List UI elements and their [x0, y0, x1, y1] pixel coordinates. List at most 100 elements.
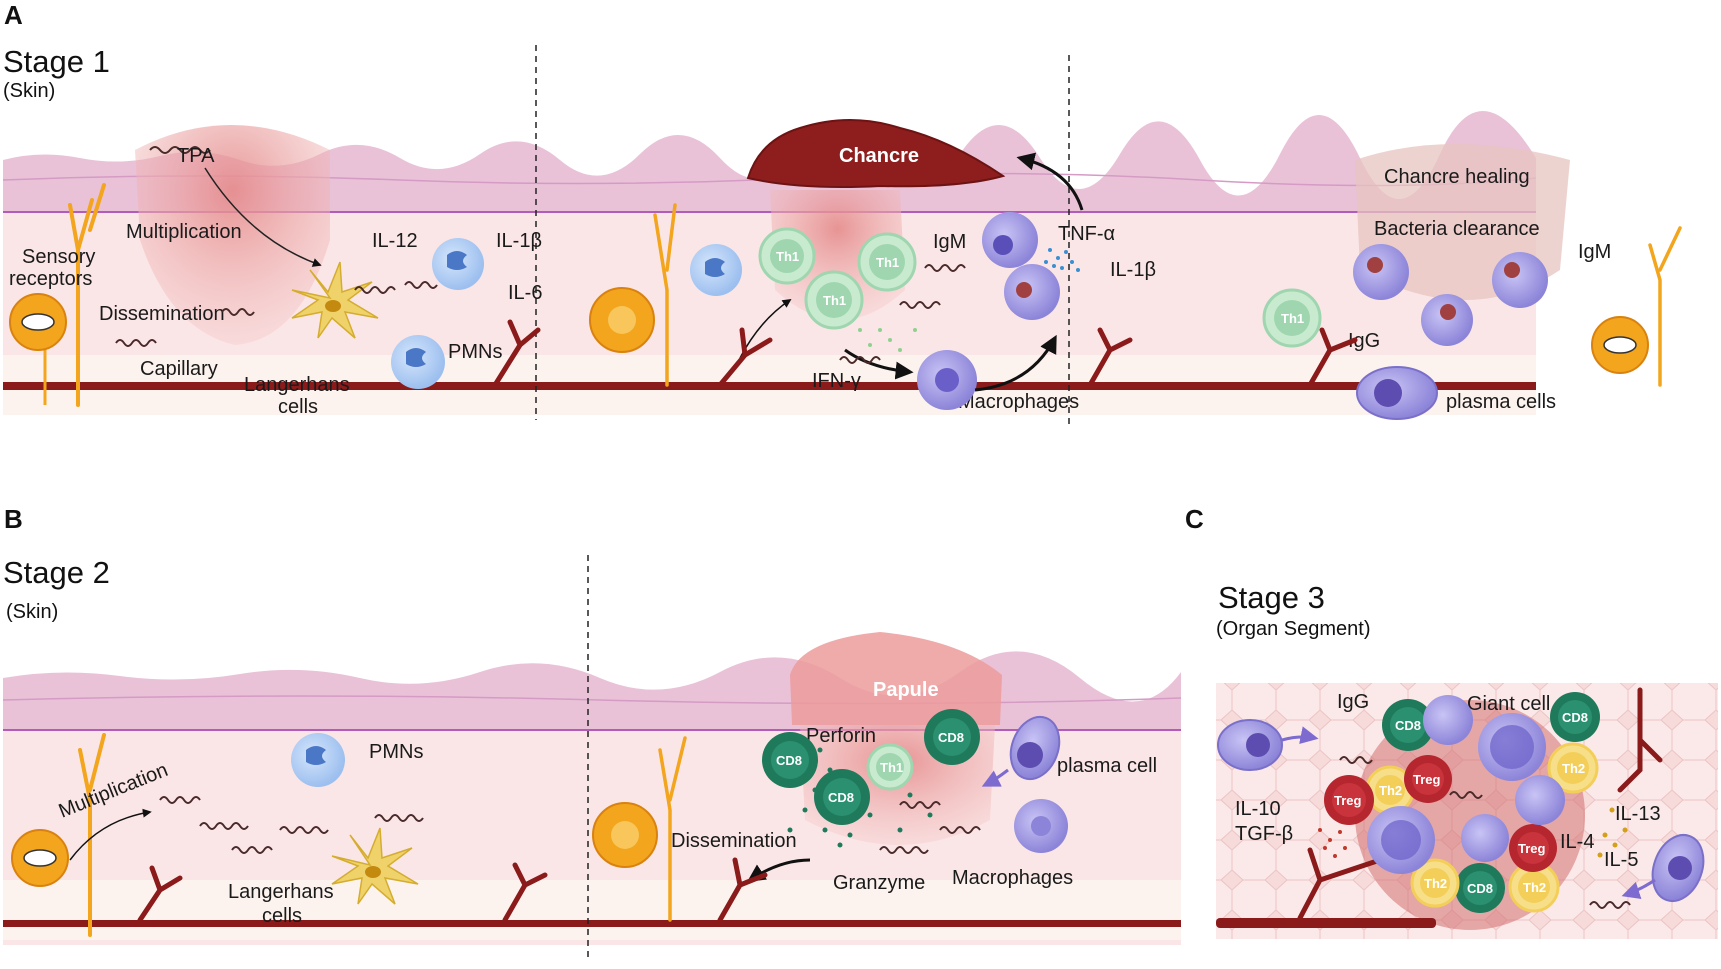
stage2-title: Stage 2 [3, 555, 110, 590]
cytokine-dots-a [1044, 248, 1080, 272]
sensory-receptor-b-core [23, 849, 57, 867]
label-perforin: Perforin [806, 725, 876, 747]
tpa-spirochete [149, 146, 211, 154]
macrophage-a5-icon [1421, 294, 1473, 346]
th2-label-c1: Th2 [1379, 783, 1402, 798]
th1-cell-a2: Th1 [857, 232, 917, 292]
stage3-subtitle: (Organ Segment) [1216, 618, 1371, 640]
label-papule: Papule [873, 679, 939, 701]
arrow-plasma-c2 [1621, 878, 1656, 899]
label-dissemination-b: Dissemination [671, 830, 797, 852]
plasma-cell-b-nucleus [1017, 742, 1043, 768]
ifng-dots-a [858, 328, 917, 352]
macrophage-a3-nucleus [935, 368, 959, 392]
label-tgfb: TGF-β [1235, 823, 1293, 845]
panel-a-letter: A [4, 0, 23, 30]
spirochete-a5 [924, 264, 966, 272]
giant-cell-nucleus [1490, 725, 1534, 769]
th1-label-b1: Th1 [880, 760, 903, 775]
nerve-left [68, 183, 106, 407]
label-pmns: PMNs [448, 341, 502, 363]
capillary-branch-a3 [1087, 327, 1133, 388]
capillary-branch-a4 [1307, 327, 1358, 388]
label-sensory: Sensory [22, 246, 95, 268]
label-langerhans1-b: Langerhans [228, 881, 334, 903]
nerve-mid-a [653, 203, 677, 387]
sensory-receptor-mid-a-core [608, 306, 636, 334]
label-il1b-mid: IL-1β [1110, 259, 1156, 281]
label-receptors: receptors [9, 268, 92, 290]
stage3-title: Stage 3 [1218, 580, 1325, 615]
panel-b: B Stage 2 (Skin) Multiplication PMNs Lan… [2, 504, 1182, 960]
organ-vessel [1216, 918, 1436, 928]
macrophage-a2-icon [1004, 264, 1060, 320]
treg-label-c3: Treg [1518, 841, 1546, 856]
th1-label-a3: Th1 [823, 293, 846, 308]
label-pmns-b: PMNs [369, 741, 423, 763]
sensory-receptor-mid-b-core [611, 821, 639, 849]
th2-label-c2: Th2 [1562, 761, 1585, 776]
cd8-cell-b1: CD8 [762, 732, 818, 788]
label-il13: IL-13 [1615, 803, 1661, 825]
macrophage-a6-nucleus [1504, 262, 1520, 278]
spirochete-b6 [899, 801, 941, 809]
macrophage-a1-nucleus [993, 235, 1013, 255]
arrow-plasma-c1 [1281, 726, 1319, 745]
stage2-epidermis [3, 651, 1181, 730]
th1-label-a2: Th1 [876, 255, 899, 270]
langerhans-b-nucleus [365, 866, 381, 878]
langerhans-nucleus [325, 300, 341, 312]
label-plasma-cells: plasma cells [1446, 391, 1556, 413]
cd8-cell-b3: CD8 [924, 709, 980, 765]
papule-icon [790, 632, 1002, 725]
chancre-lesion-glow [770, 190, 905, 320]
label-macrophages-b: Macrophages [952, 867, 1073, 889]
label-il12: IL-12 [372, 230, 418, 252]
arrow-plasma-b [981, 768, 1009, 787]
label-il10: IL-10 [1235, 798, 1281, 820]
plasma-cell-c1-nucleus [1246, 733, 1270, 757]
pmn-2-nucleus [406, 348, 426, 367]
label-il4: IL-4 [1560, 831, 1594, 853]
stage1-title: Stage 1 [3, 44, 110, 79]
macrophage-b-nucleus [1031, 816, 1051, 836]
il-dots-c [1597, 807, 1628, 858]
label-giant-cell: Giant cell [1467, 693, 1550, 715]
cd8-label-c1: CD8 [1395, 718, 1421, 733]
pmn-mid-a-nucleus [705, 258, 725, 277]
label-il5: IL-5 [1604, 849, 1638, 871]
stage1-capillary [3, 382, 1536, 390]
stage2-dermis-bottom [3, 880, 1181, 940]
sensory-receptor-core [21, 313, 55, 331]
cd8-cell-c2: CD8 [1550, 692, 1600, 742]
macrophage-c4-icon [1461, 814, 1509, 862]
stage1-subtitle: (Skin) [3, 80, 55, 102]
arrow-macrophage-up [974, 334, 1057, 392]
label-tnfa: TNF-α [1058, 223, 1115, 245]
label-granzyme: Granzyme [833, 872, 925, 894]
tpa-arrow [204, 167, 322, 267]
spirochete-c3 [1339, 756, 1373, 764]
macrophage-a2-nucleus [1016, 282, 1032, 298]
stage2-subtitle: (Skin) [6, 601, 58, 623]
plasma-cell-c2-nucleus [1668, 856, 1692, 880]
spirochete-a3 [354, 286, 396, 294]
spirochete-a2 [221, 308, 255, 316]
cd8-label-b1: CD8 [776, 753, 802, 768]
spirochete-b2 [199, 822, 249, 830]
th2-cell-c3: Th2 [1410, 858, 1460, 908]
organ-vessel-branches [1297, 687, 1663, 921]
th1-cell-a4: Th1 [1262, 288, 1322, 348]
macrophage-c3-icon [1515, 775, 1565, 825]
pmn-nucleus [447, 251, 467, 270]
label-langerhans2-b: cells [262, 905, 302, 927]
th2-cell-c2: Th2 [1547, 742, 1599, 794]
chancre-icon [746, 119, 1006, 188]
spirochete-b4 [374, 814, 424, 822]
cd8-label-c3: CD8 [1467, 881, 1493, 896]
capillary-branch-b3 [717, 857, 768, 923]
label-chancre-healing: Chancre healing [1384, 166, 1530, 188]
sensory-receptor-right-a-core [1603, 336, 1637, 354]
